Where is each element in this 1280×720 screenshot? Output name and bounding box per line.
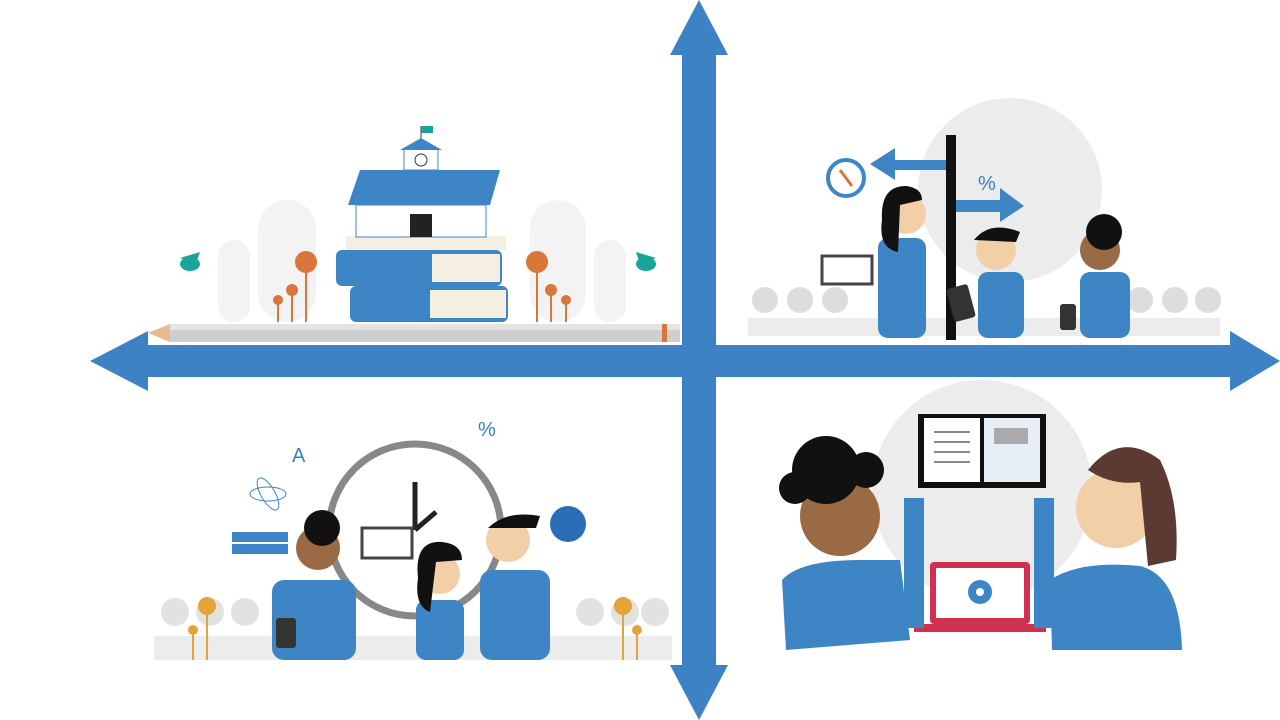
percent-glyph: % [978,173,996,195]
sharing-illustration [779,380,1182,650]
person-woman [820,186,926,338]
open-book-icon [918,414,1046,488]
letter-glyph: A [292,445,306,467]
arrow-right-icon [956,188,1024,222]
compass-icon [826,158,866,198]
arrow-left-icon [870,148,946,180]
person-man-globe [480,506,586,660]
laptop-icon [914,562,1046,632]
person-curly-books [232,510,356,660]
atom-icon [249,477,287,511]
person-woman-brown-hair [1034,447,1182,650]
tree-icons [188,597,642,660]
book-stack-icon [336,236,508,322]
person-woman-microscope [360,526,464,660]
direction-illustration: % [748,98,1221,340]
pencil-icon [148,324,680,342]
person-curly [1060,214,1130,338]
learning-illustration: A % [154,419,672,660]
bird-icon [180,252,656,271]
school-illustration [148,126,680,342]
person-man [946,227,1024,338]
vertical-axis-arrow [670,0,728,720]
tree-icons [273,251,571,322]
percent-glyph: % [478,419,496,441]
school-building-icon [348,126,500,238]
person-curly [779,436,924,650]
globe-icon [550,506,586,542]
